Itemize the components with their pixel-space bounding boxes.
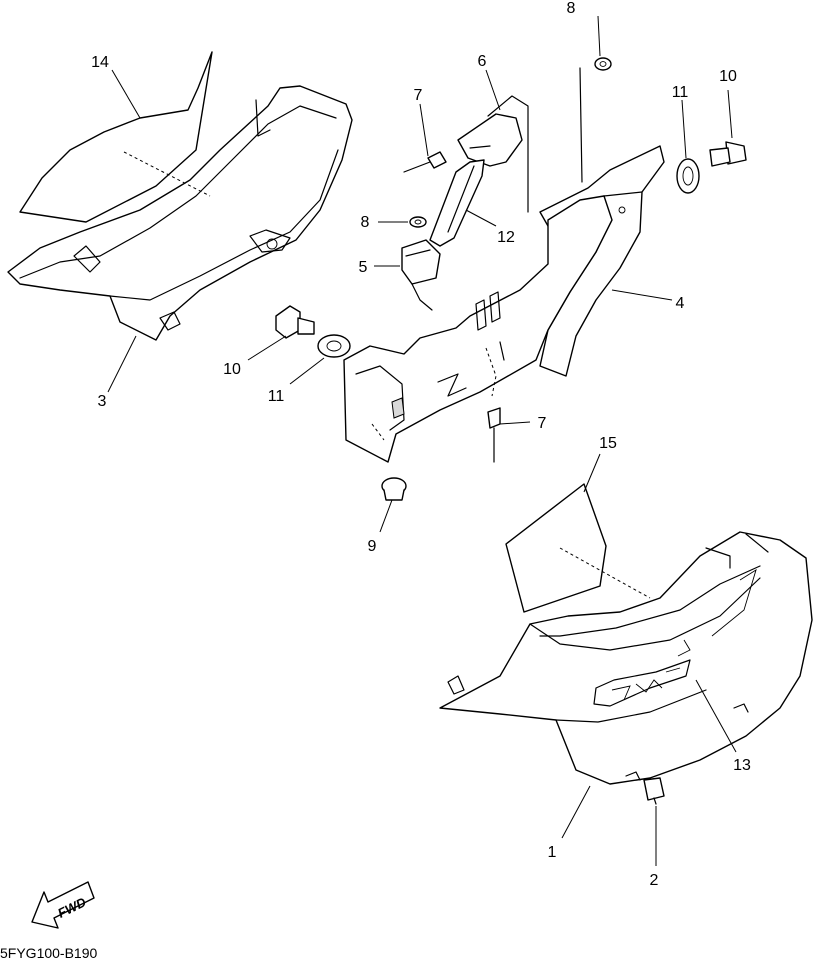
callout-11-right: 11	[672, 84, 689, 101]
callout-9: 9	[368, 538, 377, 555]
callout-1: 1	[548, 844, 557, 861]
callout-7-upper: 7	[414, 87, 423, 104]
leader-lines	[107, 15, 737, 866]
emblem-decal	[593, 568, 757, 707]
part-6-holder	[457, 95, 529, 213]
part-8-washer-lower	[409, 216, 427, 228]
part-5-clip	[401, 239, 441, 311]
callout-7-lower: 7	[538, 415, 547, 432]
callout-10-left: 10	[223, 361, 241, 378]
part-15-label-sticker	[505, 483, 607, 613]
callout-6: 6	[478, 53, 487, 70]
callout-10-right: 10	[719, 68, 737, 85]
callout-4: 4	[676, 295, 685, 312]
part-12-band	[429, 159, 485, 247]
forward-direction-arrow: FWD	[31, 881, 95, 929]
part-7-rivet-upper	[403, 151, 447, 173]
diagram-code: 5FYG100-B190	[0, 945, 97, 960]
part-3-left-side-cover	[7, 85, 353, 341]
part-10-bolt-right	[709, 141, 747, 167]
part-14-label-sticker	[19, 51, 213, 223]
callout-2: 2	[650, 872, 659, 889]
part-1-right-side-cover	[439, 531, 813, 785]
part-11-grommet-left	[317, 334, 351, 358]
callout-5: 5	[359, 259, 368, 276]
part-8-washer-upper	[579, 57, 612, 183]
callout-8-mid: 8	[361, 214, 370, 231]
part-10-bolt-left	[275, 305, 315, 339]
callout-13: 13	[733, 757, 751, 774]
battery-box	[343, 195, 613, 463]
callout-numbers: 14 3 10 11 7 6 8 5 12 4 7 9 15 13 1 2 8 …	[91, 0, 751, 889]
callout-11-left: 11	[268, 388, 285, 405]
callout-12: 12	[497, 229, 515, 246]
callout-15: 15	[599, 435, 617, 452]
callout-8-top: 8	[567, 0, 576, 17]
callout-3: 3	[98, 393, 107, 410]
callout-14: 14	[91, 54, 109, 71]
part-7-rivet-lower	[487, 407, 501, 463]
part-11-grommet-right	[676, 158, 700, 194]
part-2-screw	[643, 777, 665, 805]
part-9-damper	[381, 477, 407, 501]
